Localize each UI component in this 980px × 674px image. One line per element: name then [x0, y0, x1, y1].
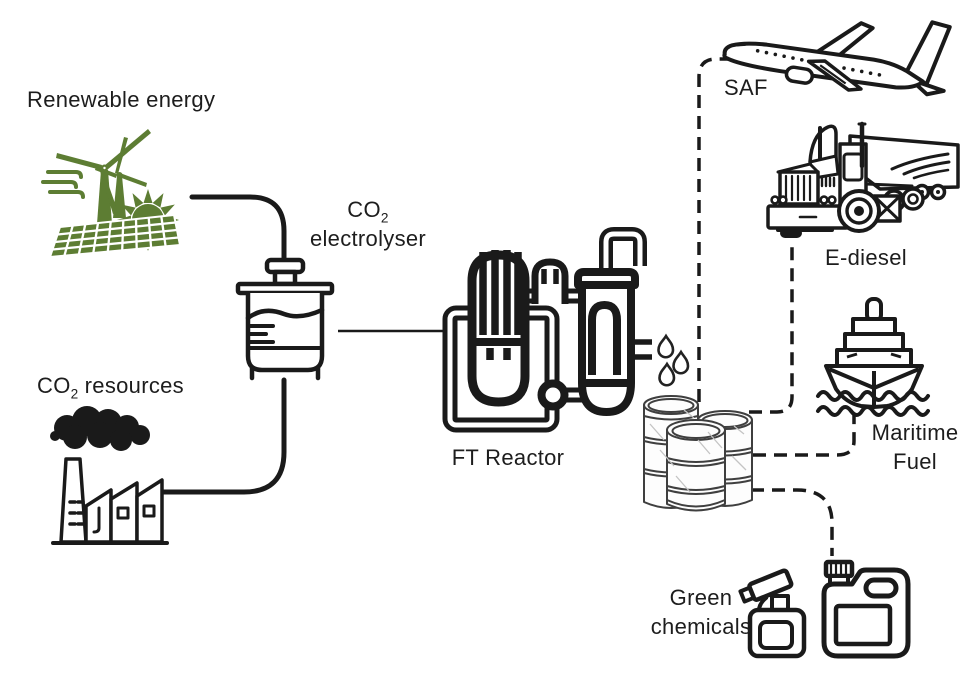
spray-bottle-icon	[738, 568, 807, 659]
line-co2-to-electrolyser	[160, 377, 287, 495]
line-drums-to-chemicals	[751, 488, 834, 556]
airplane-icon	[722, 20, 952, 97]
factory-smoke-icon	[50, 406, 169, 545]
spray-bottle-and-jug-icon	[738, 559, 911, 659]
e-diesel-label: E-diesel	[825, 245, 907, 270]
ft-reactor-icon	[442, 227, 652, 433]
maritime-fuel-label: Maritime Fuel	[871, 420, 959, 474]
green-chemicals-label: Green chemicals	[650, 585, 752, 639]
line-renewable-to-electrolyser	[189, 194, 287, 265]
line-drums-to-ediesel	[749, 240, 794, 414]
line-drums-to-saf	[697, 57, 731, 402]
smoke-cloud-icon	[50, 406, 150, 451]
cargo-ship-icon	[816, 297, 930, 417]
electrolyser-label: CO2 electrolyser	[309, 197, 427, 251]
oil-drums-icon	[643, 395, 753, 512]
jug-icon	[821, 559, 911, 659]
wind-gust-icon	[41, 170, 85, 199]
saf-label: SAF	[724, 75, 768, 100]
wind-turbines	[56, 129, 151, 224]
renewable-energy-label: Renewable energy	[27, 87, 216, 112]
ft-reactor-label: FT Reactor	[451, 445, 565, 470]
wind-turbine-solar-sun-icon	[41, 129, 182, 259]
solar-panel-icon	[48, 213, 182, 259]
water-droplets-icon	[657, 333, 690, 387]
semi-truck-icon	[766, 121, 960, 238]
line-drums-to-maritime	[753, 414, 856, 457]
electrolyser-vessel-icon	[235, 257, 335, 381]
